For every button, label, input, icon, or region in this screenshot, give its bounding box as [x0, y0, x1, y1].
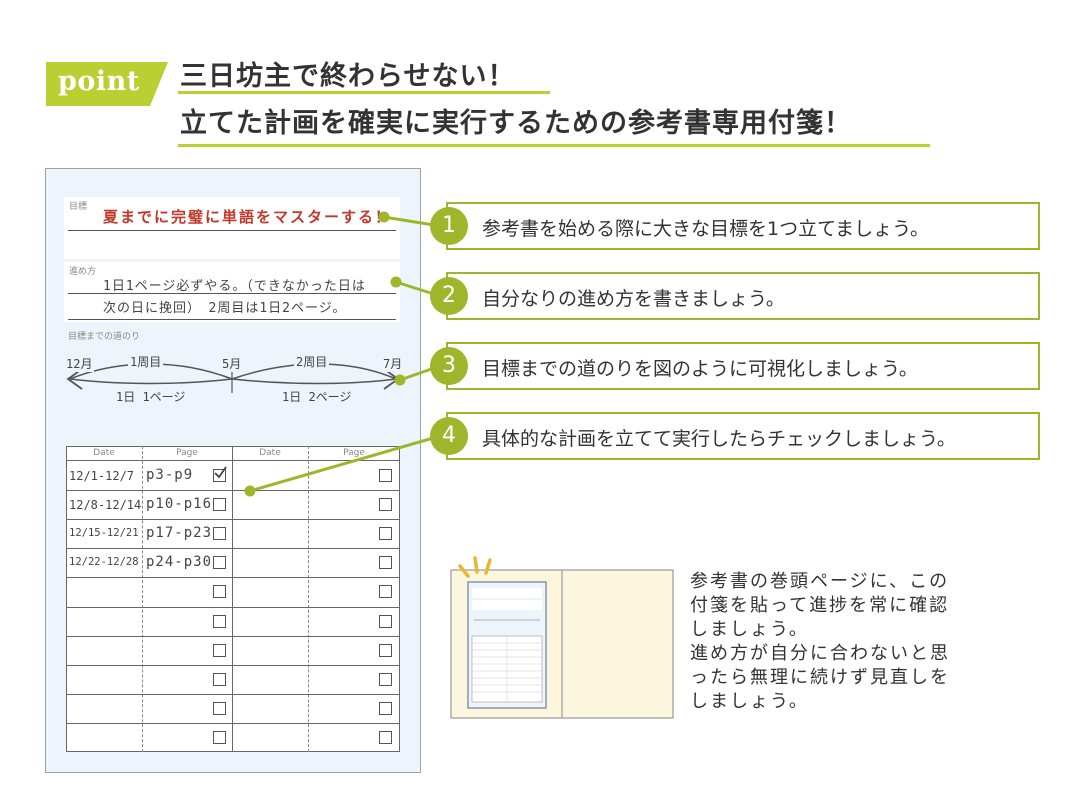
roadmap-mid: 5月 [220, 355, 244, 372]
book-illustration [450, 556, 674, 719]
table-row [66, 606, 400, 636]
callout-3: 目標までの道のりを図のように可視化しましょう。 [446, 342, 1040, 390]
description-line-6: しましょう。 [690, 691, 809, 712]
table-cell-page: p3-p9 [146, 467, 194, 483]
page-checkbox[interactable] [213, 614, 226, 628]
callout-2-number: 2 [430, 277, 468, 315]
callout-1: 参考書を始める際に大きな目標を1つ立てましょう。 [446, 202, 1040, 250]
table-cell-page: p10-p16 [146, 496, 213, 513]
page-checkbox[interactable] [379, 469, 392, 482]
headline-line1: 三日坊主で終わらせない！ [180, 61, 516, 92]
roadmap-start: 12月 [64, 355, 95, 372]
table-header-date-1: Date [93, 448, 115, 458]
callout-4-text: 具体的な計画を立てて実行したらチェックしましょう。 [482, 428, 956, 450]
headline-line2: 立てた計画を確実に実行するための参考書専用付箋！ [180, 108, 852, 139]
progress-table-grid: Date Page Date Page 12/1-12/7 p3-p9 12/8-1… [66, 446, 400, 752]
page-checkbox[interactable] [379, 556, 392, 570]
table-header-page-1: Page [176, 448, 198, 458]
method-label: 進め方 [69, 267, 97, 277]
description-line-4: 進め方が自分に合わないと思 [690, 643, 950, 664]
table-row: 12/1-12/7 p3-p9 [66, 461, 400, 490]
roadmap-end: 7月 [381, 355, 405, 372]
goal-label: 目標 [69, 202, 88, 212]
table-cell-date: 12/8-12/14 [69, 498, 142, 513]
page-checkbox-checked[interactable] [213, 466, 227, 482]
method-rule-2 [68, 319, 396, 320]
point-badge-label: point [58, 66, 140, 97]
point-badge [46, 62, 168, 106]
page-checkbox[interactable] [379, 527, 392, 541]
callout-2: 自分なりの進め方を書きましょう。 [446, 272, 1040, 320]
table-row [66, 577, 400, 606]
table-row: 12/22-12/28 p24-p30 [66, 548, 400, 577]
headline-underline-2 [178, 144, 930, 147]
page-checkbox[interactable] [213, 527, 226, 541]
method-line2: 次の日に挽回） 2周目は1日2ページ。 [103, 301, 347, 316]
method-rule-1 [68, 293, 396, 294]
goal-rule [68, 230, 396, 231]
table-header-page-2: Page [343, 448, 365, 458]
roadmap-pace2: 1日 2ページ [282, 390, 352, 404]
goal-box [64, 197, 400, 259]
callout-1-number: 1 [430, 207, 468, 245]
callout-3-number: 3 [430, 347, 468, 385]
method-box [64, 262, 400, 322]
method-line1: 1日1ページ必ずやる。（できなかった日は [103, 279, 366, 294]
table-cell-date: 12/1-12/7 [69, 469, 135, 483]
page-checkbox[interactable] [213, 672, 226, 686]
callout-3-text: 目標までの道のりを図のように可視化しましょう。 [482, 358, 918, 380]
table-cell-date: 12/22-12/28 [69, 556, 139, 569]
page-checkbox[interactable] [379, 701, 392, 715]
callout-1-text: 参考書を始める際に大きな目標を1つ立てましょう。 [482, 218, 929, 240]
callout-4: 具体的な計画を立てて実行したらチェックしましょう。 [446, 412, 1040, 460]
page-checkbox[interactable] [213, 701, 226, 715]
description-line-1: 参考書の巻頭ページに、この [690, 571, 950, 592]
page-checkbox[interactable] [379, 643, 392, 657]
goal-text: 夏までに完璧に単語をマスターする！ [103, 208, 393, 226]
description-line-5: ったら無理に続けず見直しを [690, 667, 950, 688]
callout-4-number: 4 [430, 417, 468, 455]
description-line-2: 付箋を貼って進捗を常に確認 [690, 595, 950, 616]
page-checkbox[interactable] [379, 730, 392, 744]
roadmap-label: 目標までの道のり [68, 332, 141, 342]
page-checkbox[interactable] [379, 672, 392, 686]
table-row [66, 664, 400, 694]
page-checkbox[interactable] [213, 498, 226, 512]
description: 参考書の巻頭ページに、この 付箋を貼って進捗を常に確認 しましょう。 進め方が自… [690, 570, 1020, 714]
table-row [66, 693, 400, 723]
table-row: 12/15-12/21 p17-p23 [66, 519, 400, 548]
page-checkbox[interactable] [213, 643, 226, 657]
table-row [66, 635, 400, 665]
table-header-date-2: Date [259, 448, 281, 458]
roadmap-phase1: 1周目 [128, 353, 164, 370]
table-cell-page: p24-p30 [146, 554, 213, 571]
table-cell-page: p17-p23 [146, 525, 213, 542]
page-checkbox[interactable] [379, 614, 392, 628]
page-checkbox[interactable] [379, 498, 392, 512]
page-checkbox[interactable] [379, 585, 392, 599]
table-cell-date: 12/15-12/21 [69, 527, 139, 540]
page-checkbox[interactable] [213, 585, 226, 599]
table-row: 12/8-12/14 p10-p16 [66, 490, 400, 519]
description-line-3: しましょう。 [690, 619, 809, 640]
page-checkbox[interactable] [213, 556, 226, 570]
progress-table [66, 446, 400, 752]
callout-2-text: 自分なりの進め方を書きましょう。 [482, 288, 785, 310]
roadmap-pace1: 1日 1ページ [116, 390, 186, 404]
roadmap-phase2: 2周目 [294, 353, 330, 370]
table-row [66, 722, 400, 752]
headline-underline-1 [178, 91, 550, 94]
page-checkbox[interactable] [213, 730, 226, 744]
